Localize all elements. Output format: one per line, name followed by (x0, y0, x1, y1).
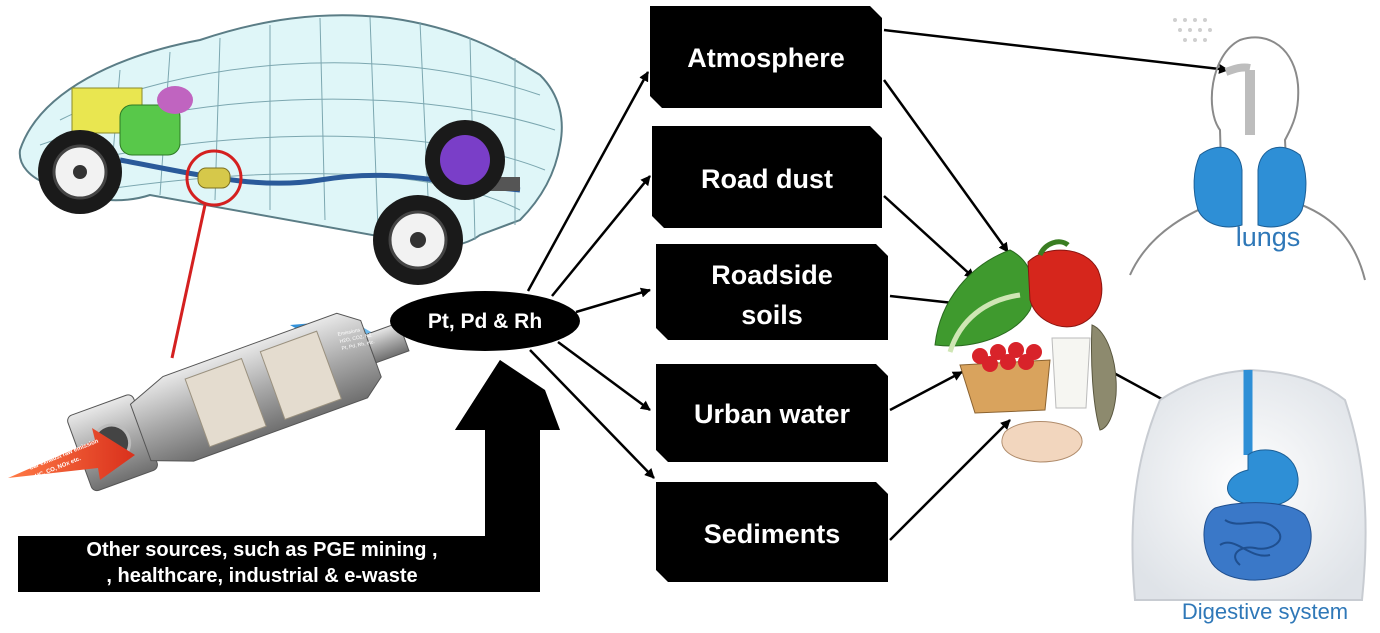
car-body (18, 14, 563, 248)
right-lung (1257, 146, 1307, 228)
highlight-circle (185, 149, 243, 207)
arrow-hub-atmosphere (526, 71, 650, 292)
engine-part-purple (157, 86, 193, 114)
catalytic-converter-on-car (197, 167, 231, 189)
arrow-atmosphere-food (882, 79, 1010, 253)
arrow-atmosphere-lungs (883, 28, 1229, 74)
arrow-hub-road-dust (551, 175, 651, 297)
digestive-label: Digestive system (1182, 599, 1348, 624)
milk-glass (1051, 337, 1091, 409)
box-road-dust-label: Road dust (701, 164, 833, 194)
leafy-greens (934, 249, 1035, 347)
box-atmosphere-label: Atmosphere (687, 43, 845, 73)
wheel-rear-top (425, 120, 505, 200)
arrow-water-food (889, 370, 963, 412)
lungs-label: lungs (1236, 222, 1301, 252)
hub-node: Pt, Pd & Rh (390, 291, 580, 351)
arrow-hub-sediments (529, 349, 655, 479)
box-urban-water: Urban water (656, 364, 888, 462)
ceramic-core-2 (259, 330, 342, 421)
box-roadside-soils-label-2: soils (741, 300, 803, 330)
wheel-rear-bottom (373, 195, 463, 285)
catalytic-converter-illustration: Car exhaust raw emission HC, CO, NOx etc… (8, 312, 410, 492)
hub-label: Pt, Pd & Rh (428, 310, 542, 333)
box-urban-water-label: Urban water (694, 399, 851, 429)
arrow-road-dust-food (883, 195, 975, 279)
box-roadside-soils: Roadside soils (656, 244, 888, 340)
fish (1090, 324, 1117, 431)
ceramic-core-1 (184, 357, 267, 448)
wheel-front (38, 130, 122, 214)
food-illustration (934, 239, 1117, 463)
dot-pattern (1173, 18, 1212, 42)
box-arrows (882, 28, 1229, 541)
raw-emission-arrow (8, 428, 135, 480)
arrow-hub-urban-water (557, 340, 651, 412)
box-sediments-label: Sediments (704, 519, 841, 549)
arrow-sediments-food (889, 419, 1011, 541)
box-atmosphere: Atmosphere (650, 6, 882, 108)
box-roadside-soils-label-1: Roadside (711, 260, 833, 290)
left-lung (1193, 146, 1243, 228)
box-road-dust: Road dust (652, 126, 882, 228)
digestive-illustration: Digestive system (1131, 368, 1367, 624)
red-pepper (1027, 249, 1103, 328)
clean-emission-label-1: Emissions (337, 327, 361, 338)
arrow-hub-roadside-soils (575, 287, 651, 314)
car-illustration (18, 14, 563, 359)
lungs-illustration: lungs (1129, 18, 1366, 281)
other-sources-line2: , healthcare, industrial & e-waste (106, 565, 417, 587)
callout-line (170, 204, 207, 359)
hub-arrows (526, 71, 655, 479)
box-sediments: Sediments (656, 482, 888, 582)
other-sources-line1: Other sources, such as PGE mining , (86, 539, 437, 561)
engine-part (119, 104, 181, 156)
intestines (1203, 502, 1312, 581)
other-sources-banner: Other sources, such as PGE mining , , he… (18, 360, 560, 592)
chicken (1001, 421, 1083, 463)
